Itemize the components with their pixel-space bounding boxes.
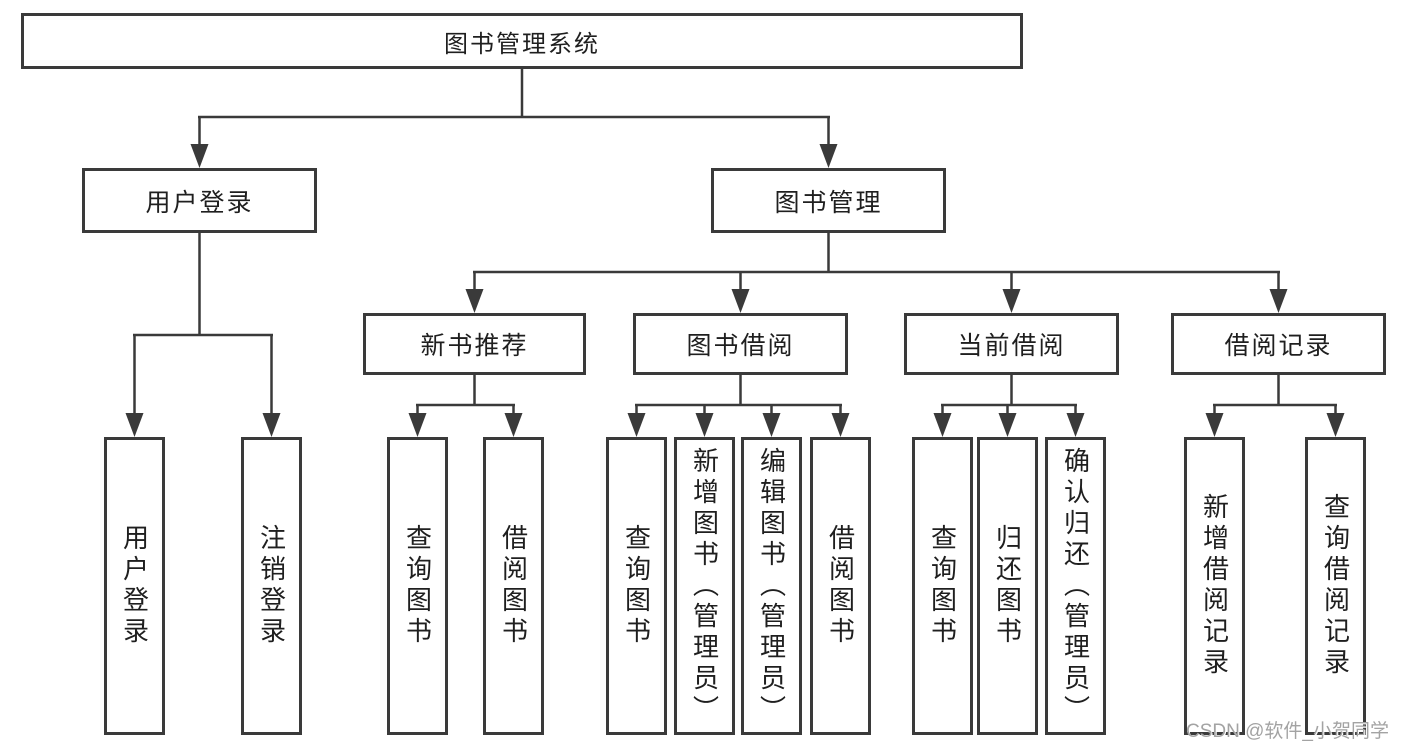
node-borrow-record-label: 借阅记录 <box>1224 332 1333 360</box>
leaf-query-borrow-record: 查询借阅记录 <box>1305 437 1366 735</box>
node-user-login-label: 用户登录 <box>145 188 254 217</box>
node-new-book-recommend: 新书推荐 <box>363 313 586 375</box>
node-borrow-record: 借阅记录 <box>1171 313 1386 375</box>
leaf-add-borrow-record-label: 新增借阅记录 <box>1199 493 1230 679</box>
leaf-borrow-book-recommend-label: 借阅图书 <box>498 524 529 648</box>
leaf-edit-book-admin-label: 编辑图书（管理员） <box>756 446 787 726</box>
node-book-management-label: 图书管理 <box>774 188 883 217</box>
leaf-confirm-return-admin: 确认归还（管理员） <box>1045 437 1106 735</box>
leaf-logout-login-label: 注销登录 <box>256 524 287 648</box>
leaf-query-book-current: 查询图书 <box>912 437 973 735</box>
leaf-user-login: 用户登录 <box>104 437 165 735</box>
node-user-login: 用户登录 <box>82 168 317 233</box>
arrowheads <box>125 144 1345 437</box>
leaf-return-book: 归还图书 <box>977 437 1038 735</box>
leaf-query-book-current-label: 查询图书 <box>927 524 958 648</box>
leaf-return-book-label: 归还图书 <box>992 524 1023 648</box>
leaf-user-login-label: 用户登录 <box>119 524 150 648</box>
leaf-add-book-admin: 新增图书（管理员） <box>674 437 735 735</box>
node-book-borrow: 图书借阅 <box>633 313 848 375</box>
node-root-label: 图书管理系统 <box>444 30 600 58</box>
csdn-watermark: CSDN @软件_小贺同学 <box>1186 721 1389 742</box>
leaf-add-borrow-record: 新增借阅记录 <box>1184 437 1245 735</box>
node-new-book-recommend-label: 新书推荐 <box>420 332 529 360</box>
leaf-logout-login: 注销登录 <box>241 437 302 735</box>
leaf-edit-book-admin: 编辑图书（管理员） <box>741 437 802 735</box>
leaf-query-book-recommend-label: 查询图书 <box>402 524 433 648</box>
leaf-confirm-return-admin-label: 确认归还（管理员） <box>1060 446 1091 726</box>
leaf-query-borrow-record-label: 查询借阅记录 <box>1320 493 1351 679</box>
node-current-borrow: 当前借阅 <box>904 313 1119 375</box>
node-book-management: 图书管理 <box>711 168 946 233</box>
leaf-query-book-borrow: 查询图书 <box>606 437 667 735</box>
leaf-query-book-recommend: 查询图书 <box>387 437 448 735</box>
leaf-borrow-book-label: 借阅图书 <box>825 524 856 648</box>
leaf-borrow-book: 借阅图书 <box>810 437 871 735</box>
leaf-borrow-book-recommend: 借阅图书 <box>483 437 544 735</box>
node-root: 图书管理系统 <box>21 13 1023 69</box>
node-book-borrow-label: 图书借阅 <box>686 332 795 360</box>
leaf-query-book-borrow-label: 查询图书 <box>621 524 652 648</box>
node-current-borrow-label: 当前借阅 <box>957 332 1066 360</box>
leaf-add-book-admin-label: 新增图书（管理员） <box>689 446 720 726</box>
